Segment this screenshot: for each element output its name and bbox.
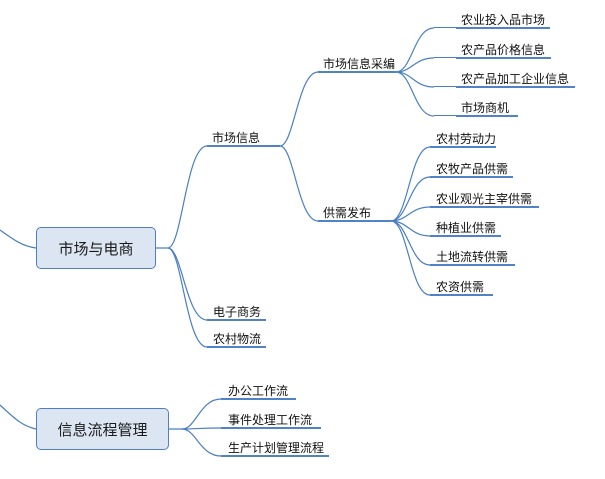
underline-agri-input-market — [456, 27, 550, 29]
topic-market-ecommerce[interactable]: 市场与电商 — [36, 227, 156, 269]
subtopic-supply-demand[interactable]: 供需发布 — [323, 206, 372, 220]
stub-collect-1 — [434, 27, 456, 28]
leaf-agri-input-market[interactable]: 农业投入品市场 — [461, 13, 546, 27]
connector-root-market-ecommerce — [0, 229, 37, 249]
leaf-agri-material-supply[interactable]: 农资供需 — [436, 280, 485, 294]
connector-market-ecommerce-rural-logistics — [167, 247, 266, 348]
leaf-rural-labor[interactable]: 农村劳动力 — [436, 132, 497, 146]
underline-rural-labor — [430, 146, 496, 148]
connector-supply-agri-tourism — [390, 206, 431, 222]
underline-ecommerce — [207, 319, 266, 321]
underline-event-workflow — [221, 427, 321, 429]
underline-livestock-supply — [430, 176, 513, 178]
connector-supply-agri-material — [390, 220, 431, 296]
subtopic-event-workflow[interactable]: 事件处理工作流 — [228, 413, 313, 427]
leaf-land-transfer-supply[interactable]: 土地流转供需 — [436, 250, 509, 264]
connector-info-flow-production — [181, 428, 329, 457]
underline-rural-logistics — [207, 346, 266, 348]
underline-office-workflow — [221, 398, 296, 400]
connector-info-flow-event — [181, 427, 321, 430]
subtopic-market-info[interactable]: 市场信息 — [212, 131, 261, 145]
underline-market-info-collect — [318, 71, 396, 73]
stub-collect-3 — [434, 86, 456, 87]
connector-market-info-supply-demand — [279, 145, 391, 222]
leaf-agri-price-info[interactable]: 农产品价格信息 — [461, 43, 546, 57]
topic-info-flow[interactable]: 信息流程管理 — [36, 408, 169, 450]
connector-collect-agri-input — [395, 27, 435, 73]
topic-market-ecommerce-label: 市场与电商 — [58, 239, 134, 258]
subtopic-market-info-collect[interactable]: 市场信息采编 — [323, 57, 396, 71]
connector-supply-rural-labor — [390, 146, 431, 222]
underline-market-opportunity — [456, 115, 518, 117]
underline-planting-supply — [430, 235, 501, 237]
underline-production-plan-workflow — [221, 455, 329, 457]
topic-info-flow-label: 信息流程管理 — [57, 420, 148, 439]
subtopic-ecommerce[interactable]: 电子商务 — [213, 305, 262, 319]
underline-agri-tourism-supply — [430, 206, 539, 208]
stub-collect-2 — [434, 57, 456, 58]
connector-supply-livestock — [390, 176, 431, 222]
connector-market-ecommerce-market-info — [155, 145, 280, 249]
leaf-market-opportunity[interactable]: 市场商机 — [461, 101, 510, 115]
stub-collect-4 — [434, 115, 456, 116]
connector-market-info-collect — [279, 71, 396, 147]
underline-agri-material-supply — [430, 294, 493, 296]
underline-land-transfer-supply — [430, 264, 515, 266]
connector-collect-agri-price — [395, 57, 435, 73]
leaf-planting-supply[interactable]: 种植业供需 — [436, 221, 497, 235]
underline-supply-demand — [318, 220, 391, 222]
connector-root-info-flow — [0, 404, 37, 430]
leaf-agri-tourism-supply[interactable]: 农业观光主宰供需 — [436, 192, 533, 206]
underline-market-info — [207, 145, 280, 147]
underline-agri-price-info — [456, 57, 551, 59]
leaf-livestock-supply[interactable]: 农牧产品供需 — [436, 162, 509, 176]
connector-supply-land-transfer — [390, 220, 431, 266]
connector-collect-market-opportunity — [395, 71, 435, 117]
subtopic-office-workflow[interactable]: 办公工作流 — [228, 384, 289, 398]
subtopic-production-plan-workflow[interactable]: 生产计划管理流程 — [228, 441, 325, 455]
subtopic-rural-logistics[interactable]: 农村物流 — [213, 332, 262, 346]
leaf-agri-processing-info[interactable]: 农产品加工企业信息 — [461, 72, 570, 86]
underline-agri-processing-info — [456, 86, 575, 88]
